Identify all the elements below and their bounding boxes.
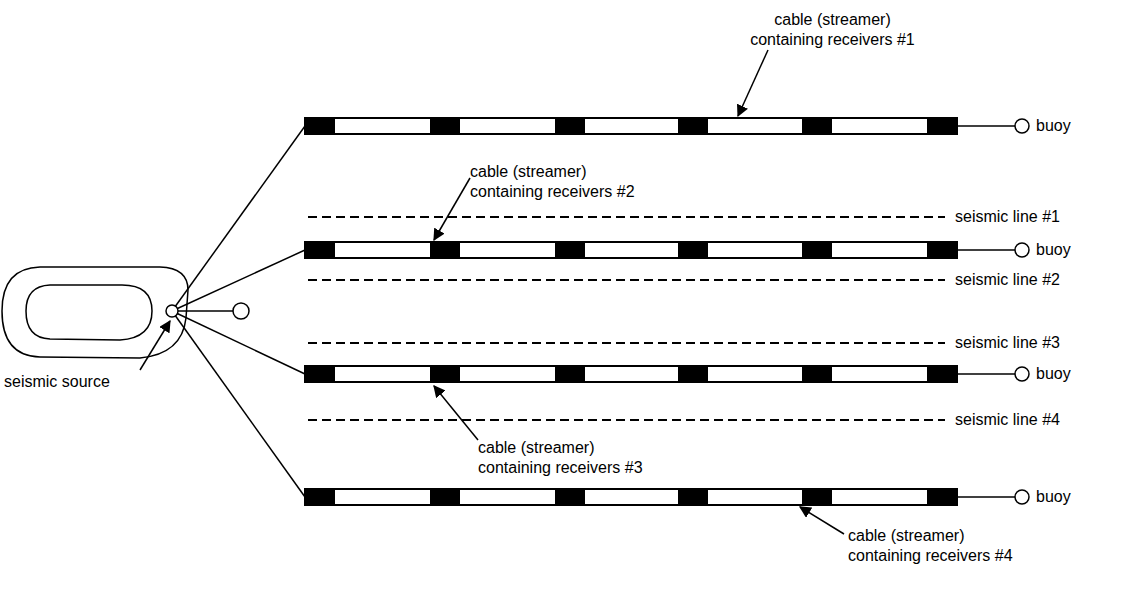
streamer-cable — [305, 242, 957, 258]
streamer-cable — [305, 489, 957, 505]
buoy-label: buoy — [1036, 116, 1116, 136]
tow-lines — [172, 126, 305, 497]
receiver-segment — [305, 489, 335, 505]
receiver-segment — [555, 366, 585, 382]
buoy-symbol — [1015, 243, 1029, 257]
buoy-line — [957, 249, 1015, 251]
receiver-segment — [430, 118, 460, 134]
receiver-segment — [555, 118, 585, 134]
cable-label: cable (streamer) containing receivers #3 — [478, 438, 653, 478]
buoy-line — [957, 125, 1015, 127]
buoy-label: buoy — [1036, 487, 1116, 507]
source-label: seismic source — [4, 372, 154, 392]
buoy-label: buoy — [1036, 364, 1116, 384]
seismic-source — [166, 305, 178, 317]
receiver-segment — [430, 366, 460, 382]
buoy-symbol — [1015, 119, 1029, 133]
streamers — [305, 118, 1029, 505]
receiver-segment — [678, 118, 708, 134]
receiver-segment — [305, 366, 335, 382]
receiver-segment — [430, 242, 460, 258]
line-label: seismic line #4 — [955, 410, 1115, 430]
buoy-line — [957, 496, 1015, 498]
receiver-segment — [927, 242, 957, 258]
receiver-segment — [305, 118, 335, 134]
receiver-segment — [927, 489, 957, 505]
receiver-segment — [802, 118, 832, 134]
buoy-symbol — [1015, 490, 1029, 504]
receiver-segment — [802, 242, 832, 258]
receiver-segment — [555, 242, 585, 258]
receiver-segment — [678, 366, 708, 382]
receiver-segment — [305, 242, 335, 258]
line-label: seismic line #2 — [955, 270, 1115, 290]
line-label: seismic line #1 — [955, 207, 1115, 227]
receiver-segment — [802, 489, 832, 505]
receiver-segment — [802, 366, 832, 382]
receiver-segment — [555, 489, 585, 505]
cable-label: cable (streamer) containing receivers #2 — [470, 162, 645, 202]
buoy-symbol — [1015, 367, 1029, 381]
buoy-label: buoy — [1036, 240, 1116, 260]
receiver-segment — [927, 366, 957, 382]
streamer-cable — [305, 366, 957, 382]
ship-hull — [2, 267, 188, 358]
receiver-segment — [678, 489, 708, 505]
line-label: seismic line #3 — [955, 333, 1115, 353]
source-float — [233, 303, 249, 319]
streamer-cable — [305, 118, 957, 134]
leader-lines — [140, 50, 844, 534]
cable-label: cable (streamer) containing receivers #4 — [848, 526, 1023, 566]
receiver-segment — [430, 489, 460, 505]
receiver-segment — [678, 242, 708, 258]
cable-label: cable (streamer) containing receivers #1 — [745, 10, 920, 50]
buoy-line — [957, 373, 1015, 375]
ship-deck — [26, 285, 152, 340]
receiver-segment — [927, 118, 957, 134]
